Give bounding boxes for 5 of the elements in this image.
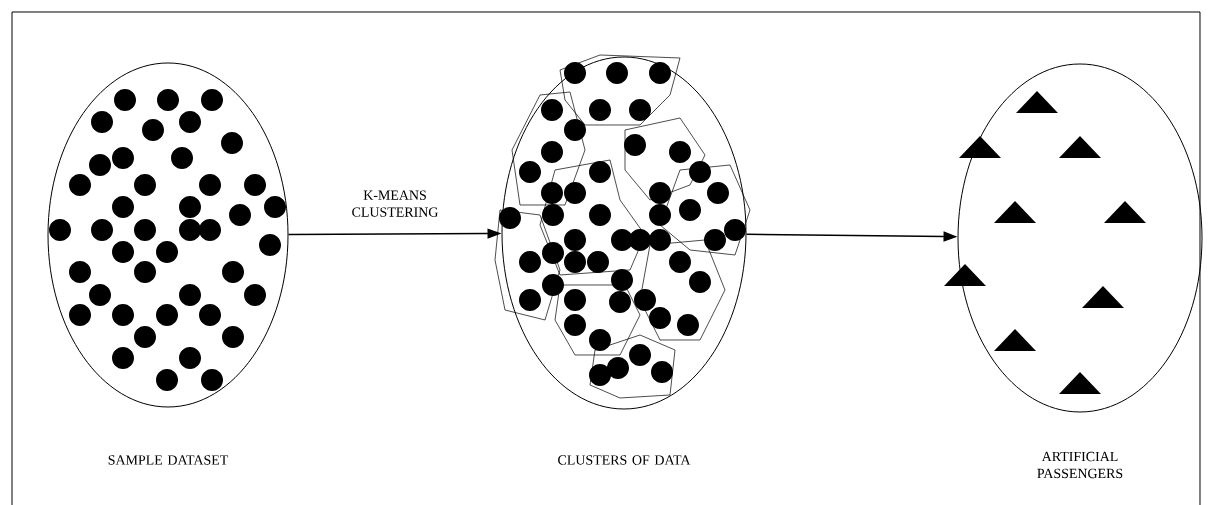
edge-label: K-MEANS CLUSTERING xyxy=(352,190,438,217)
ellipse-shape xyxy=(957,63,1203,413)
node-label: CLUSTERS OF DATA xyxy=(558,455,691,465)
node-label: ARTIFICIAL PASSENGERS xyxy=(1037,451,1123,479)
node-label: SAMPLE DATASET xyxy=(108,455,229,465)
